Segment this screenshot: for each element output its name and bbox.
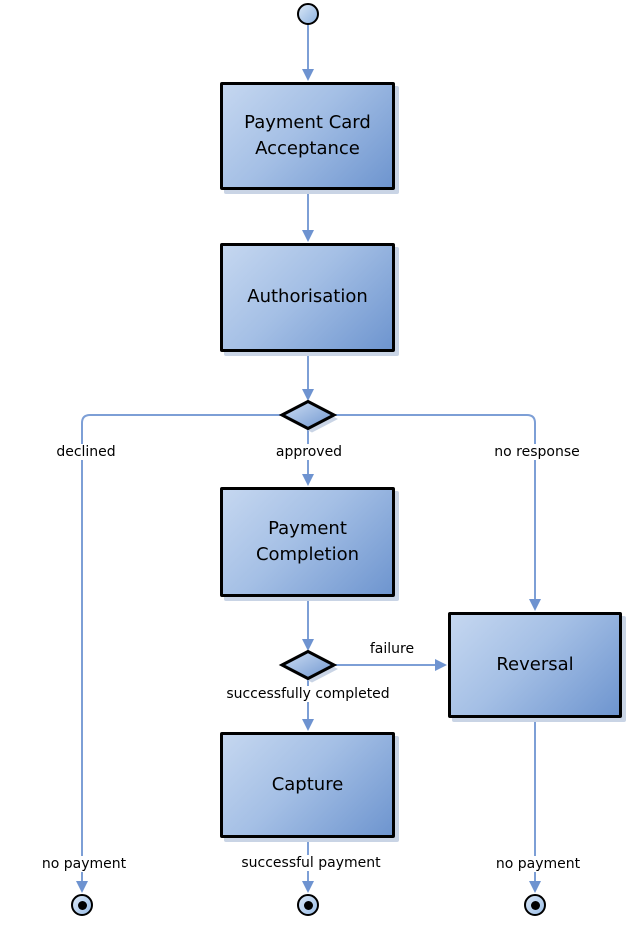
edge-label-failure: failure bbox=[366, 641, 418, 657]
arrowhead-into-final-right bbox=[529, 881, 541, 893]
arrowhead-into-capture bbox=[302, 719, 314, 731]
decision1-diamond bbox=[278, 399, 338, 431]
action-node-payment-completion: Payment Completion bbox=[220, 487, 395, 597]
arrowhead-into-reversal-top bbox=[529, 599, 541, 611]
arrowhead-into-final-center bbox=[302, 881, 314, 893]
arrowhead-into-decision2 bbox=[302, 639, 314, 651]
arrowhead-into-completion bbox=[302, 474, 314, 486]
edge-label-declined: declined bbox=[53, 444, 119, 460]
edge-label-successfully-completed: successfully completed bbox=[223, 686, 393, 702]
arrowhead-into-reversal-left bbox=[435, 659, 447, 671]
final-node-center bbox=[297, 894, 319, 916]
action-label: Payment Card Acceptance bbox=[244, 111, 371, 159]
action-node-payment-card-acceptance: Payment Card Acceptance bbox=[220, 82, 395, 190]
final-node-dot bbox=[530, 900, 540, 910]
edge-label-approved: approved bbox=[272, 444, 346, 460]
final-node-dot bbox=[303, 900, 313, 910]
action-node-reversal: Reversal bbox=[448, 612, 622, 718]
edge-label-no-payment-right: no payment bbox=[492, 856, 584, 872]
edge-declined-branch bbox=[81, 414, 283, 882]
arrowhead-into-decision1 bbox=[302, 389, 314, 401]
arrowhead-into-acceptance bbox=[302, 69, 314, 81]
edge-label-no-response: no response bbox=[491, 444, 583, 460]
arrowhead-into-authorisation bbox=[302, 230, 314, 242]
action-label: Capture bbox=[271, 773, 344, 795]
arrowhead-into-final-left bbox=[76, 881, 88, 893]
decision2-diamond bbox=[278, 649, 338, 681]
initial-node bbox=[297, 3, 319, 25]
edge-label-successful-payment: successful payment bbox=[238, 855, 384, 871]
action-label: Payment Completion bbox=[255, 517, 360, 565]
final-node-dot bbox=[77, 900, 87, 910]
action-label: Authorisation bbox=[247, 286, 368, 308]
final-node-left bbox=[71, 894, 93, 916]
edge-label-no-payment-left: no payment bbox=[38, 856, 130, 872]
edge-no-response-branch bbox=[333, 414, 536, 600]
final-node-right bbox=[524, 894, 546, 916]
action-node-authorisation: Authorisation bbox=[220, 243, 395, 352]
action-node-capture: Capture bbox=[220, 732, 395, 838]
action-label: Reversal bbox=[496, 653, 574, 675]
